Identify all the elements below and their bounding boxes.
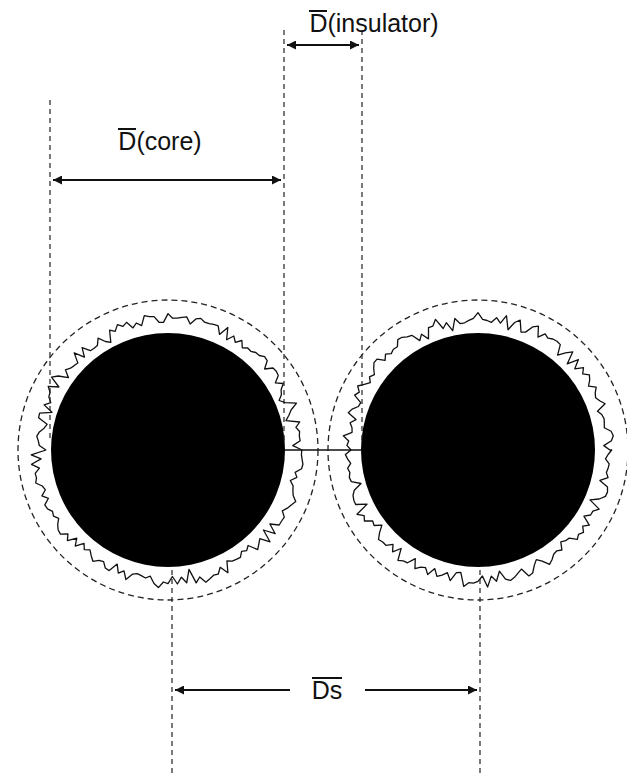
insulator-shell	[18, 300, 318, 600]
particle-core	[51, 333, 285, 567]
overbar	[309, 10, 327, 12]
ligand-chains	[31, 313, 613, 588]
ligand-chain	[343, 313, 613, 587]
overbar	[312, 677, 343, 679]
overbar	[118, 128, 136, 130]
insulator-shell	[328, 300, 627, 600]
bridge-chain	[284, 449, 362, 451]
particle-core	[361, 333, 595, 567]
ligand-chain	[31, 314, 303, 588]
dimension-arrows	[53, 45, 477, 690]
extension-lines	[50, 30, 480, 773]
